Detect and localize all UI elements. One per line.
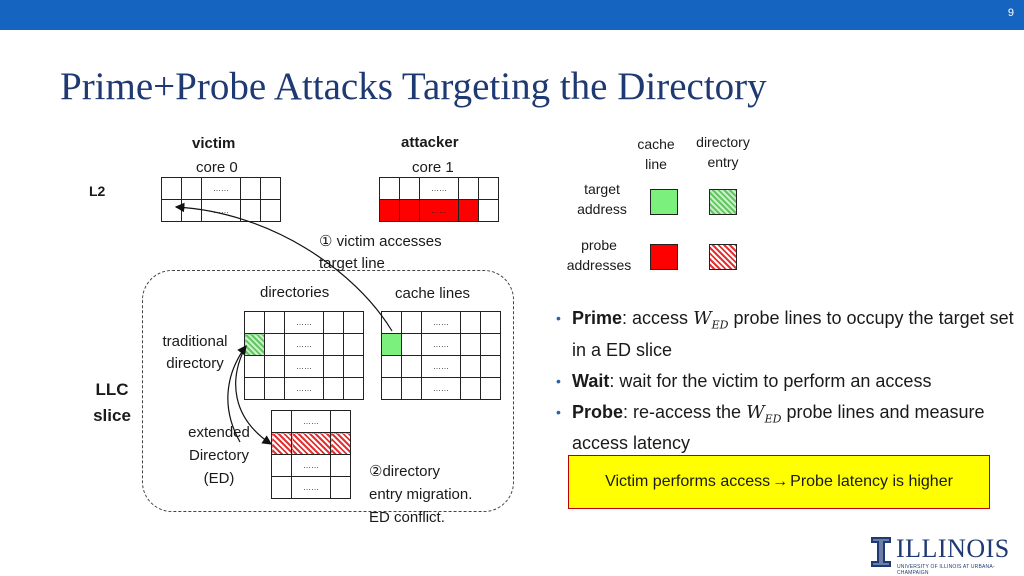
attacker-l2-grid: …… …… bbox=[379, 177, 499, 222]
directories-label: directories bbox=[260, 284, 330, 301]
grid-cell: …… bbox=[291, 476, 331, 499]
slide-number: 9 bbox=[1007, 7, 1014, 19]
cache-lines-label: cache lines bbox=[395, 285, 471, 302]
traditional-directory-grid: …… …… …… …… bbox=[244, 311, 364, 400]
block-i-icon bbox=[871, 537, 891, 567]
migration-arrow-down bbox=[235, 345, 272, 445]
migration-arrow-up bbox=[227, 345, 247, 443]
university-logo: ILLINOIS UNIVERSITY OF ILLINOIS AT URBAN… bbox=[870, 534, 1010, 576]
logo-subtitle: UNIVERSITY OF ILLINOIS AT URBANA-CHAMPAI… bbox=[897, 564, 995, 576]
l2-label: L2 bbox=[89, 183, 106, 199]
legend-probe-directory-swatch bbox=[709, 244, 737, 270]
logo-wordmark: ILLINOIS bbox=[896, 534, 1010, 563]
bullet-list: • Prime: access WED probe lines to occup… bbox=[556, 306, 1024, 462]
llc-cache-lines-grid: …… …… …… …… bbox=[381, 311, 501, 400]
victim-label: victim bbox=[192, 135, 236, 152]
legend-target-directory-swatch bbox=[709, 189, 737, 215]
right-arrow-icon: → bbox=[772, 473, 789, 490]
step1-number: ① bbox=[319, 233, 333, 250]
attacker-label: attacker bbox=[401, 134, 459, 151]
llc-slice-region bbox=[142, 270, 514, 512]
bullet-prime: • Prime: access WED probe lines to occup… bbox=[556, 308, 1014, 360]
grid-cell: …… bbox=[419, 199, 459, 222]
legend-target-cache-line-swatch bbox=[650, 189, 678, 215]
step1-annotation-line1: ① victim accesses bbox=[319, 233, 442, 250]
extended-directory-grid: …… …… …… bbox=[271, 410, 351, 499]
step1-annotation-line2: target line bbox=[319, 255, 385, 272]
victim-access-arrow bbox=[174, 202, 393, 332]
w-ed-symbol: WED bbox=[746, 401, 782, 426]
slide-title: Prime+Probe Attacks Targeting the Direct… bbox=[60, 65, 767, 108]
result-callout: Victim performs access → Probe latency i… bbox=[568, 455, 990, 509]
grid-cell: …… bbox=[421, 377, 461, 400]
step2-annotation: ②directory entry migration. ED conflict. bbox=[369, 463, 473, 526]
legend-probe-cache-line-swatch bbox=[650, 244, 678, 270]
victim-core-label: core 0 bbox=[196, 159, 238, 176]
w-ed-symbol: WED bbox=[693, 308, 729, 332]
attacker-core-label: core 1 bbox=[412, 159, 454, 176]
bullet-wait: • Wait: wait for the victim to perform a… bbox=[556, 370, 932, 391]
step2-number: ② bbox=[369, 463, 383, 480]
bullet-probe: • Probe: re-access the WED probe lines a… bbox=[556, 401, 985, 454]
header-bar bbox=[0, 0, 1024, 30]
